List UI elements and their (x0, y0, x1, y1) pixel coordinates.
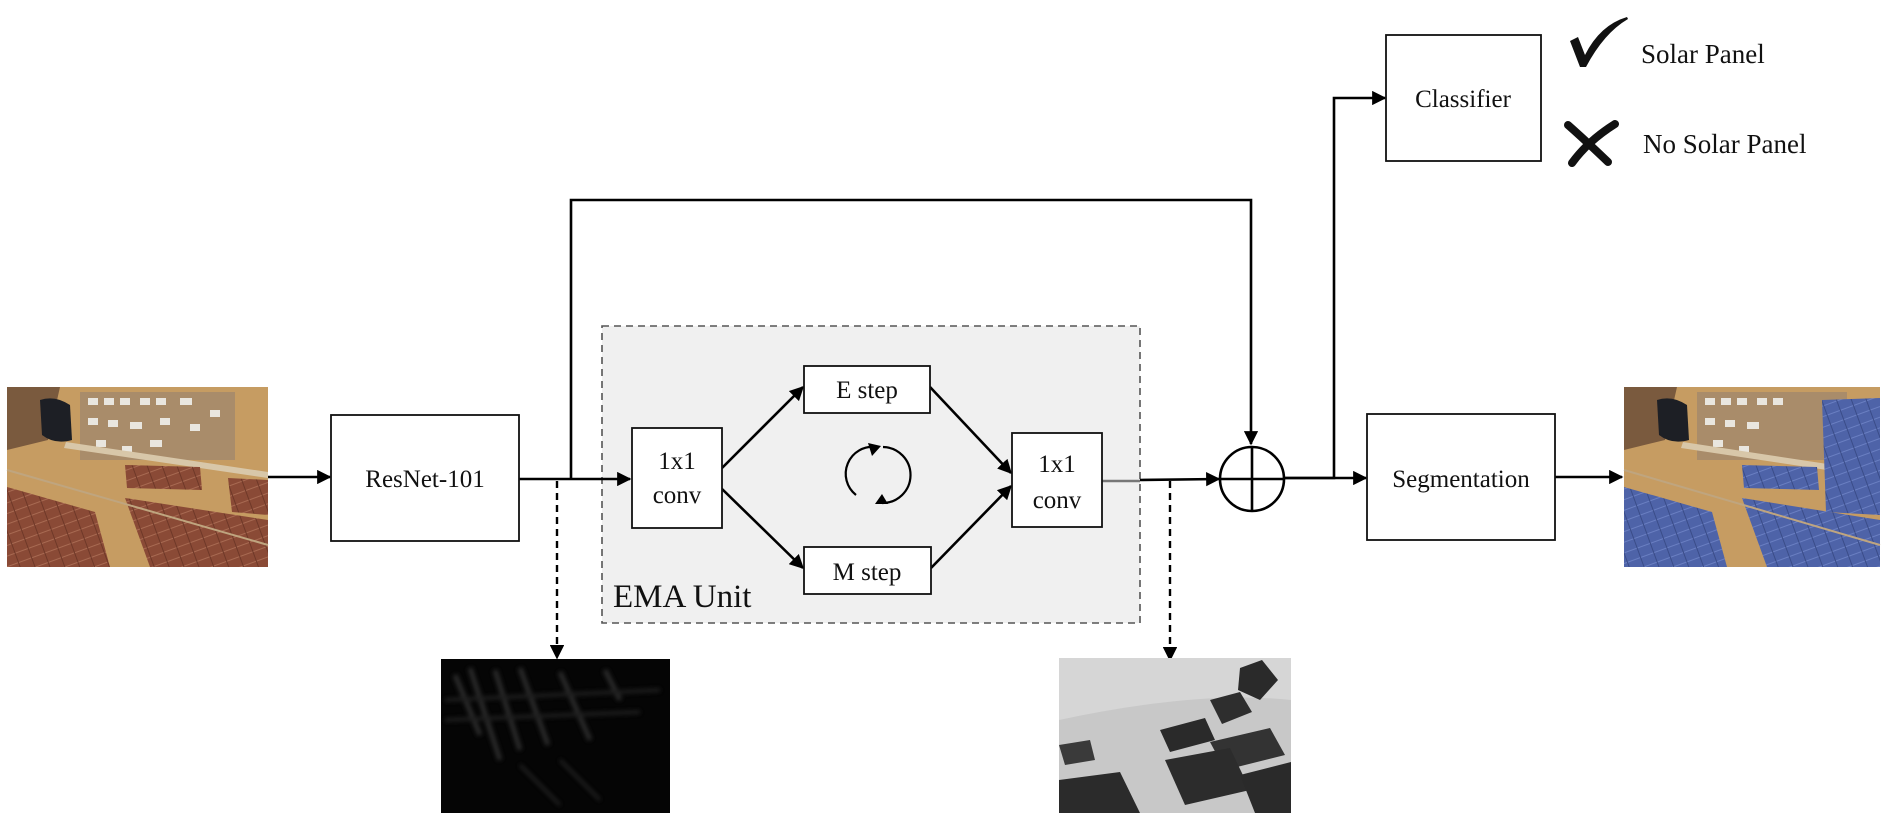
connectors (268, 90, 1624, 662)
legend-negative-label: No Solar Panel (1643, 129, 1806, 159)
m-step-block: M step (803, 546, 932, 595)
check-icon (1570, 17, 1628, 67)
e-step-to-conv-arrow (929, 386, 1012, 475)
ema-attention-map-image (1059, 658, 1291, 813)
backbone-feature-map-image (441, 659, 670, 813)
conv-in-label-line2: conv (653, 482, 702, 509)
conv-out-label-line2: conv (1033, 487, 1082, 514)
backbone-block: ResNet-101 (330, 414, 520, 542)
classification-legend: Solar Panel No Solar Panel (1564, 17, 1806, 167)
segmentation-label: Segmentation (1392, 466, 1530, 493)
skip-connection-arrow (569, 198, 1259, 479)
cycle-arrows-icon (844, 443, 912, 505)
conv-in-block: 1x1 conv (631, 427, 723, 529)
output-segmentation-image (1623, 387, 1881, 567)
legend-positive-label: Solar Panel (1641, 39, 1765, 69)
classifier-label: Classifier (1415, 86, 1511, 113)
e-step-block: E step (803, 365, 931, 414)
cross-icon (1564, 120, 1619, 167)
conv-out-block: 1x1 conv (1011, 432, 1103, 528)
m-step-label: M step (833, 559, 902, 586)
m-step-to-conv-arrow (930, 484, 1012, 569)
input-satellite-image (6, 387, 269, 567)
conv-in-label-line1: 1x1 (658, 448, 696, 475)
conv-to-m-step-arrow (719, 486, 805, 569)
backbone-label: ResNet-101 (365, 466, 484, 493)
conv-to-fusion-arrow (1139, 472, 1221, 487)
segmentation-block: Segmentation (1366, 413, 1556, 541)
conv-out-label-line1: 1x1 (1038, 451, 1076, 478)
circled-plus-icon (1218, 445, 1286, 513)
e-step-label: E step (836, 377, 898, 404)
ema-unit-label: EMA Unit (613, 579, 751, 615)
conv-to-e-step-arrow (719, 385, 805, 471)
classifier-block: Classifier (1385, 34, 1542, 162)
